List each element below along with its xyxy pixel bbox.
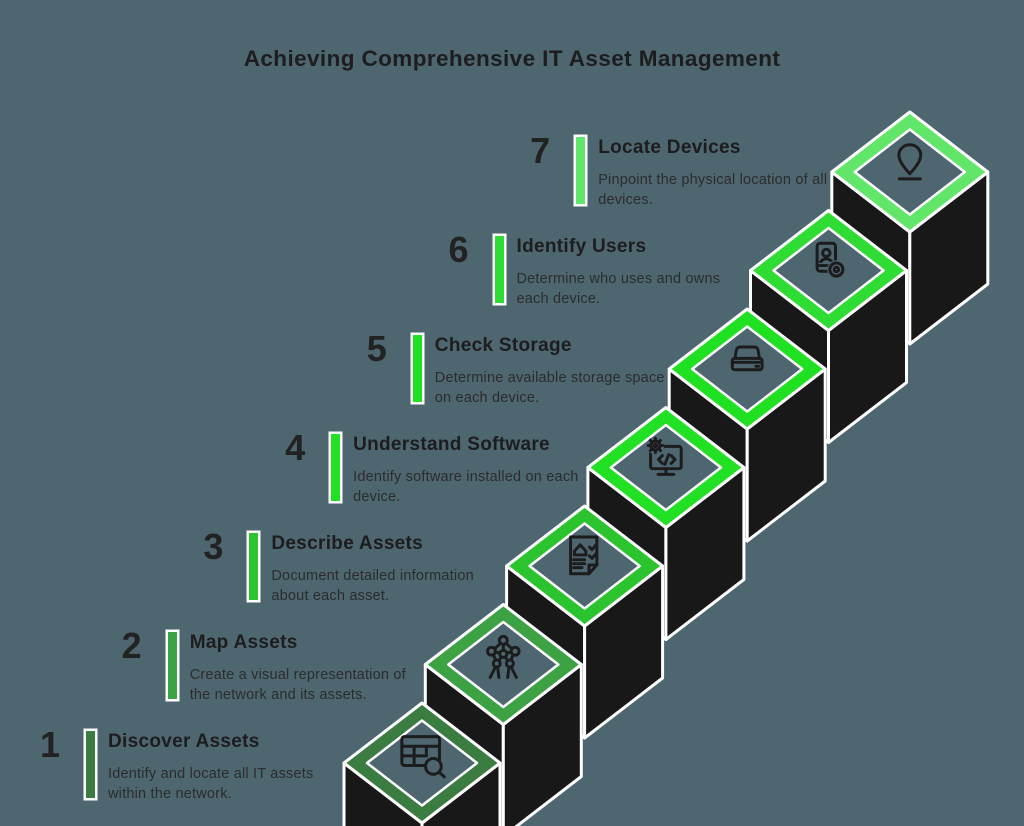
step-title: Identify Users [516,236,647,257]
step-number: 5 [366,328,387,369]
step-title: Discover Assets [108,731,260,752]
step-diamond-top [447,620,560,709]
step-accent-bar [412,335,422,402]
step-diamond-top [528,522,641,610]
step-number: 1 [39,724,60,765]
stair-step-1 [342,701,502,826]
step-title: Locate Devices [598,137,741,158]
step-number: 7 [530,130,551,171]
step-description: Document detailed information about each… [271,567,474,604]
step-description: Identify software installed on each devi… [353,468,579,505]
step-description: Determine who uses and owns each device. [516,270,721,307]
page-title: Achieving Comprehensive IT Asset Managem… [243,46,781,71]
step-accent-bar [494,236,504,303]
step-accent-bar [331,434,341,501]
step-title: Check Storage [434,335,572,356]
step-accent-bar [249,533,259,600]
step-number: 6 [448,229,469,270]
step-accent-bar [576,137,586,204]
step-description: Create a visual representation of the ne… [189,666,406,703]
step-description: Pinpoint the physical location of all de… [598,171,828,208]
step-title: Describe Assets [271,533,424,554]
step-accent-bar [86,731,95,798]
step-title: Map Assets [189,632,298,653]
step-number: 2 [121,625,142,666]
step-accent-bar [167,632,177,699]
step-description: Determine available storage space on eac… [434,369,665,406]
step-diamond-top [365,719,479,807]
step-description: Identify and locate all IT assets within… [108,765,314,802]
step-number: 4 [285,427,306,468]
step-title: Understand Software [353,434,550,455]
step-number: 3 [203,526,224,567]
